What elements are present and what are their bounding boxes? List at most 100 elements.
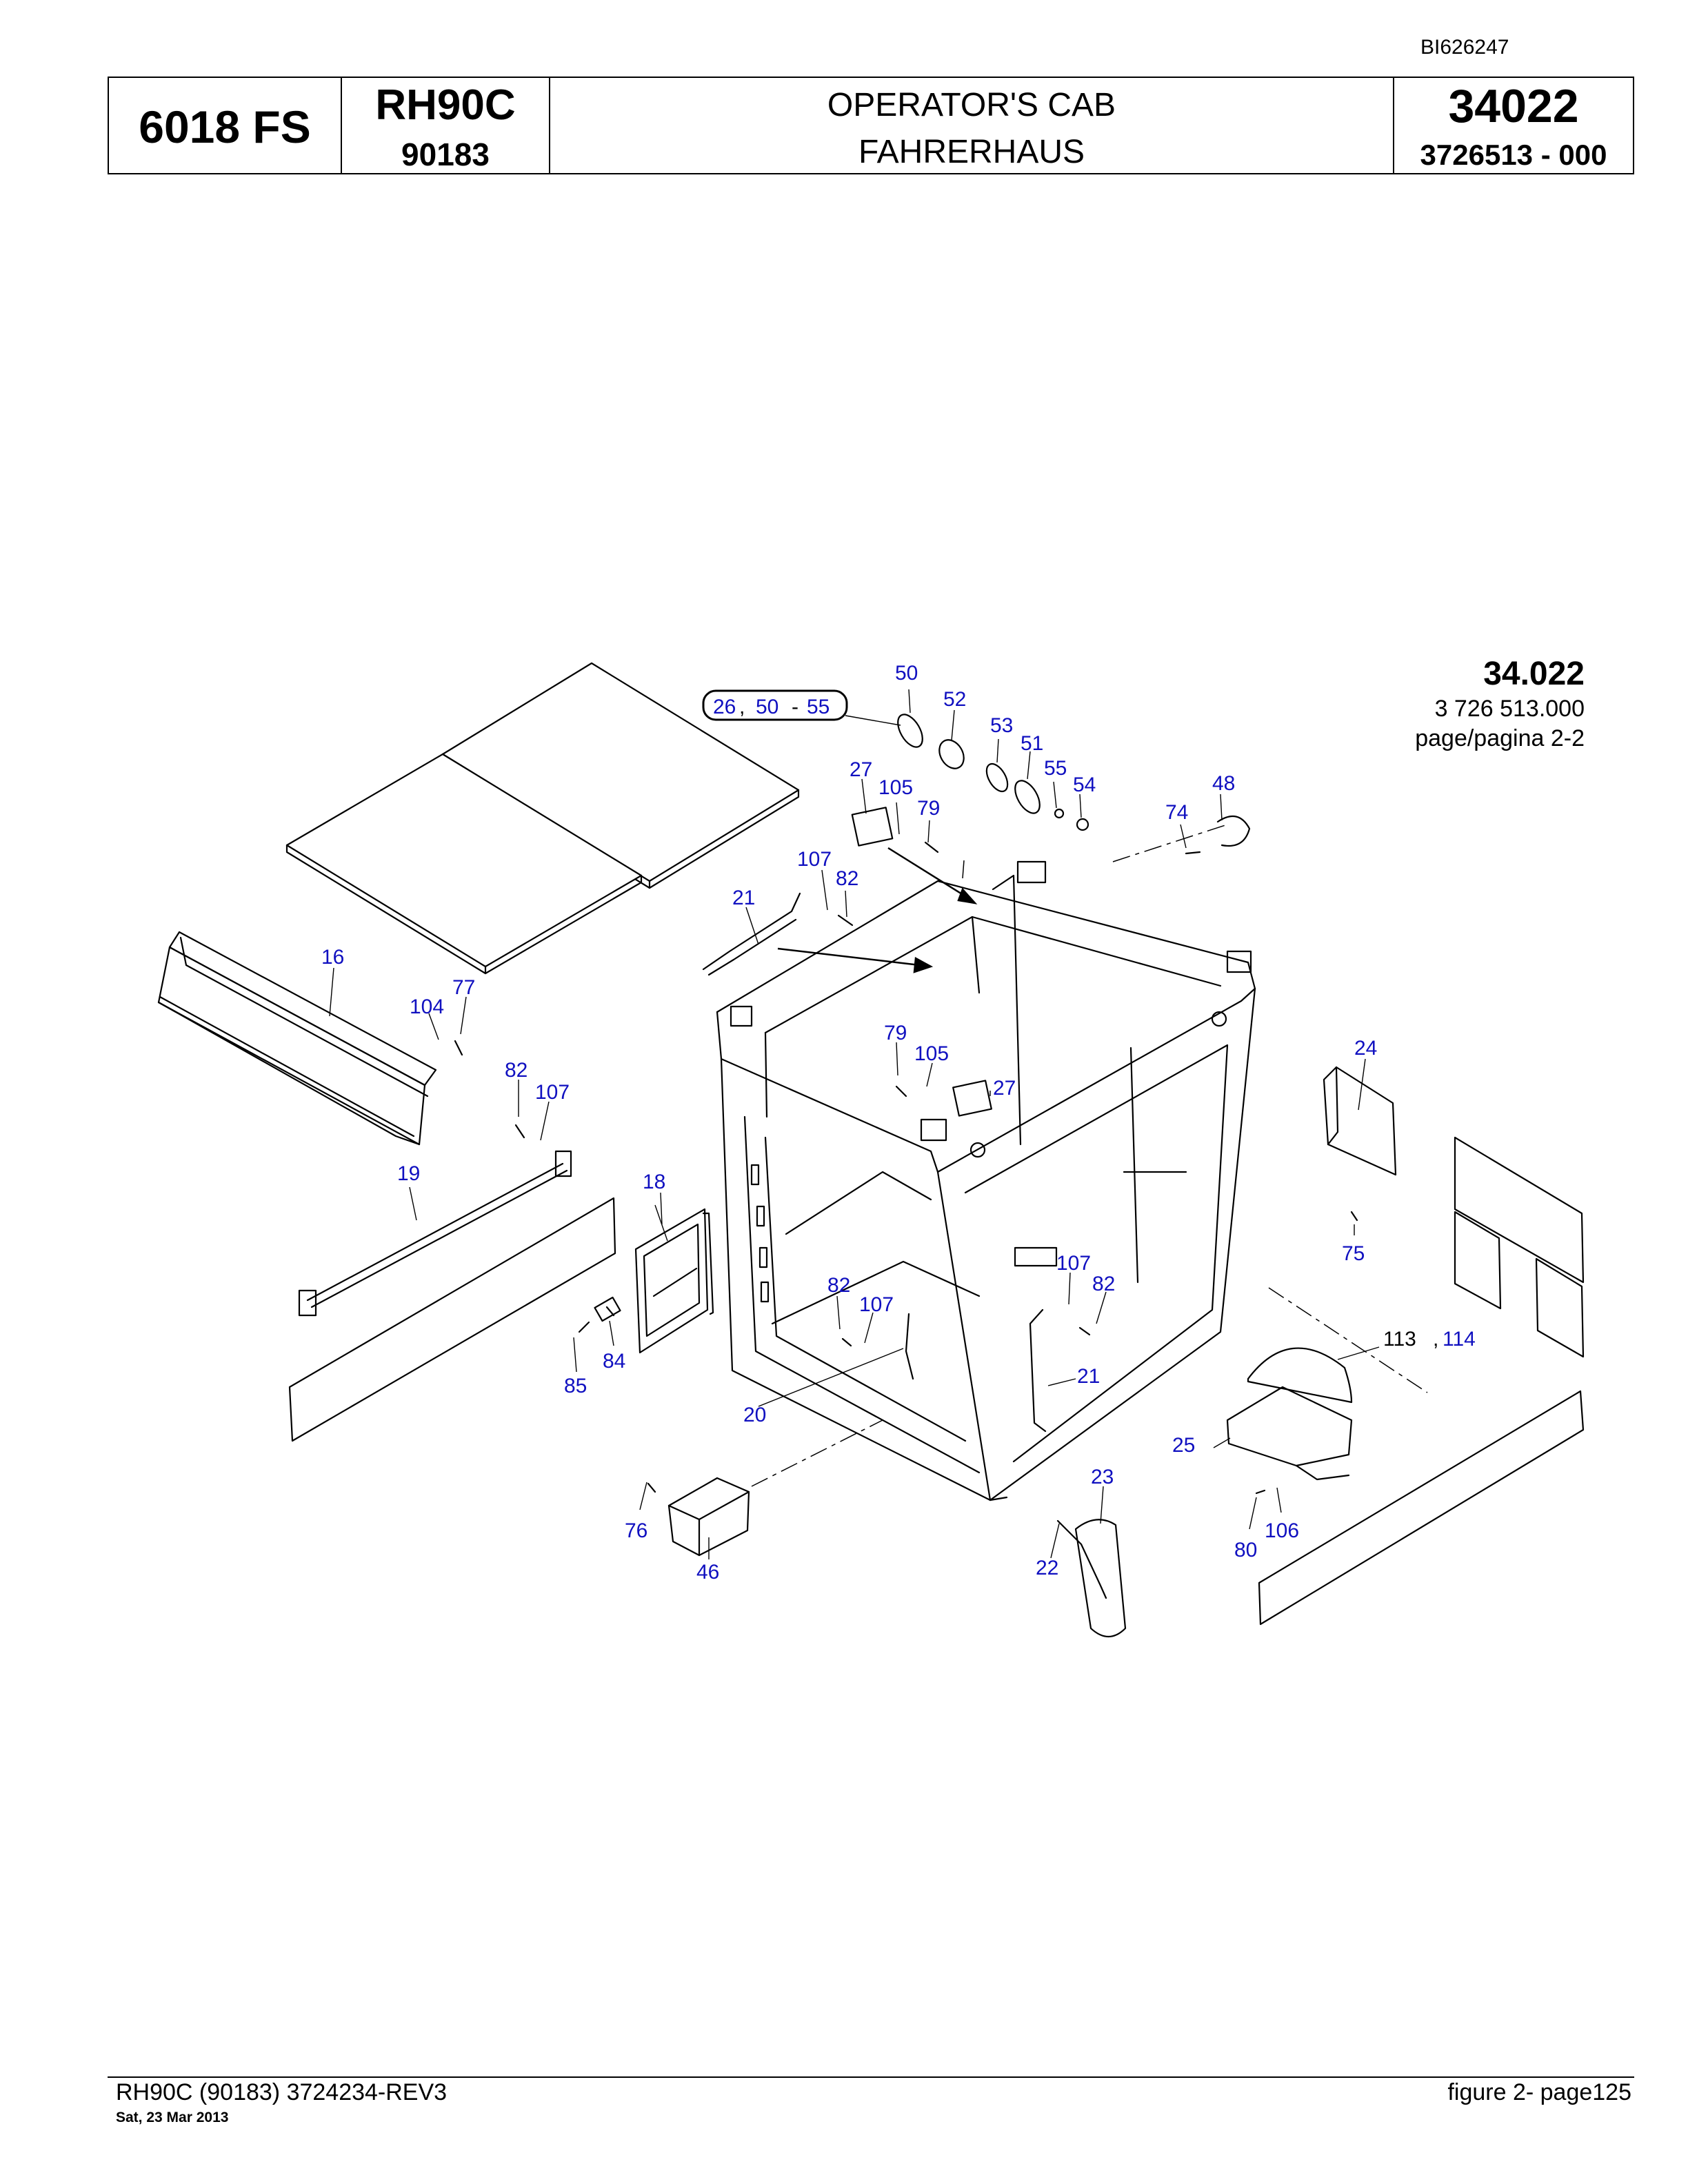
model-label: RH90C: [375, 81, 516, 129]
callout-104: 104: [410, 995, 444, 1018]
callout-18: 18: [643, 1171, 665, 1193]
callout-50: 50: [895, 662, 918, 685]
callout-105-upper: 105: [878, 776, 913, 799]
footer-divider: [108, 2076, 1634, 2078]
washer-55: [1054, 808, 1065, 819]
callout-77: 77: [452, 976, 475, 999]
model-number: 90183: [401, 136, 490, 172]
document-id: BI626247: [1420, 36, 1509, 59]
callout-22: 22: [1036, 1557, 1058, 1579]
callout-51: 51: [1021, 732, 1043, 755]
callout-55-range: 55: [807, 696, 830, 718]
handle-21-lower: [1029, 1308, 1047, 1433]
callout-79-upper: 79: [917, 797, 940, 820]
callout-82-lower: 82: [827, 1274, 850, 1297]
fan-housing-25: [1226, 1347, 1353, 1481]
callout-labels: 50 52 53 51 55 54 48 74 27 105 79 107 82…: [321, 662, 1476, 1584]
callout-50-range: 50: [756, 696, 778, 718]
callout-107-lower: 107: [859, 1293, 894, 1316]
disc-51: [1014, 780, 1041, 814]
callout-27-lower: 27: [993, 1077, 1016, 1100]
series-cell: 6018 FS: [109, 78, 342, 173]
side-panel-left: [288, 1197, 616, 1442]
callout-21-lower: 21: [1077, 1365, 1100, 1388]
callout-107-left: 107: [535, 1081, 570, 1104]
disc-53: [985, 762, 1009, 793]
plate-27-upper: [851, 807, 894, 847]
gland-50: [897, 714, 923, 748]
callout-26: 26: [713, 696, 736, 718]
model-cell: RH90C 90183: [342, 78, 550, 173]
footer-date: Sat, 23 Mar 2013: [116, 2110, 229, 2125]
callout-107-upper: 107: [797, 848, 832, 871]
reference-page: page/pagina 2-2: [1415, 725, 1585, 751]
callout-82-left: 82: [505, 1059, 528, 1082]
callout-20: 20: [743, 1404, 766, 1426]
callout-106: 106: [1265, 1519, 1299, 1542]
callout-group-box: [702, 689, 848, 721]
callout-82-right: 82: [1092, 1273, 1115, 1295]
callout-76: 76: [625, 1519, 647, 1542]
callout-19: 19: [397, 1162, 420, 1185]
callout-74: 74: [1165, 801, 1188, 824]
part-number: 3726513 - 000: [1420, 139, 1607, 171]
figure-reference: 34.022 3 726 513.000 page/pagina 2-2: [1415, 655, 1585, 752]
roof-panel-front: [285, 753, 643, 975]
control-module-24: [1323, 1066, 1397, 1176]
callout-24: 24: [1354, 1037, 1377, 1060]
callout-79-lower: 79: [884, 1022, 907, 1044]
callout-75: 75: [1342, 1242, 1365, 1265]
title-cell: OPERATOR'S CAB FAHRERHAUS: [550, 78, 1394, 173]
handle-20: [905, 1313, 914, 1380]
group-cell: 34022 3726513 - 000: [1394, 78, 1633, 173]
side-panel-lower-right: [1258, 1390, 1585, 1626]
series-label: 6018 FS: [139, 101, 311, 152]
mirror-23: [1056, 1519, 1127, 1638]
side-panel-upper-right: [1454, 1136, 1585, 1284]
callout-21-upper: 21: [732, 887, 755, 909]
callout-27-upper: 27: [850, 758, 872, 781]
side-panel-small-1: [1454, 1211, 1502, 1310]
callout-85: 85: [564, 1375, 587, 1397]
callout-80: 80: [1234, 1539, 1257, 1561]
callout-25: 25: [1172, 1434, 1195, 1457]
callout-105-lower: 105: [914, 1042, 949, 1065]
callout-46: 46: [696, 1561, 719, 1584]
clip-48: [1216, 815, 1251, 847]
cab-frame: [716, 860, 1256, 1502]
ring-52: [938, 739, 965, 769]
callout-54: 54: [1073, 774, 1096, 796]
callout-107-right: 107: [1056, 1252, 1091, 1275]
bolts: [454, 841, 1358, 1495]
title-english: OPERATOR'S CAB: [827, 87, 1116, 123]
callout-48: 48: [1212, 772, 1235, 795]
strap-19: [298, 1150, 572, 1317]
callout-55: 55: [1044, 757, 1067, 780]
profile-channel-16: [157, 931, 437, 1146]
callout-comma: ,: [739, 696, 745, 718]
callout-dash: -: [792, 696, 798, 718]
callout-52: 52: [943, 688, 966, 711]
reference-group: 34.022: [1483, 656, 1585, 692]
storage-box-46: [667, 1477, 750, 1557]
callout-113-comma: ,: [1433, 1328, 1438, 1351]
callout-16: 16: [321, 946, 344, 969]
callout-84: 84: [603, 1350, 625, 1373]
nut-54: [1076, 818, 1089, 831]
plate-27-lower: [952, 1080, 992, 1117]
footer-page: figure 2- page125: [1447, 2079, 1631, 2105]
handle-21-upper: [702, 892, 801, 971]
title-block: 6018 FS RH90C 90183 OPERATOR'S CAB FAHRE…: [108, 77, 1634, 174]
footer-document-ref: RH90C (90183) 3724234-REV3: [116, 2079, 448, 2105]
spacer-84: [594, 1296, 621, 1322]
reference-part: 3 726 513.000: [1434, 696, 1585, 722]
callout-114: 114: [1443, 1328, 1476, 1351]
callout-82-upper: 82: [836, 867, 858, 890]
title-german: FAHRERHAUS: [858, 134, 1085, 170]
group-number: 34022: [1448, 80, 1579, 132]
callout-53: 53: [990, 714, 1013, 737]
callout-113: 113: [1383, 1328, 1416, 1351]
callout-23: 23: [1091, 1466, 1114, 1488]
window-frame-18: [634, 1208, 714, 1354]
